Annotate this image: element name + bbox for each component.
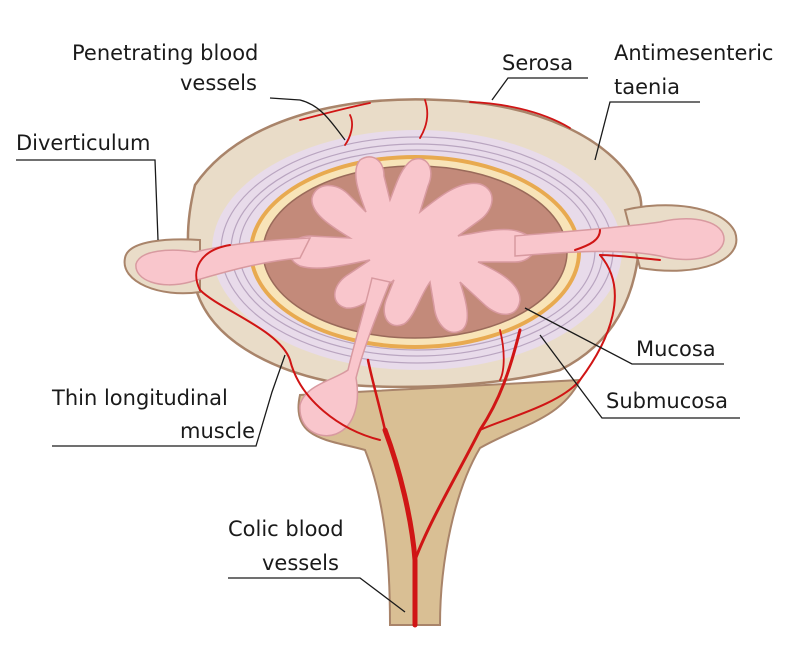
mesentery	[297, 378, 582, 626]
label-serosa: Serosa	[502, 51, 573, 75]
leader-lines	[16, 77, 740, 613]
blood-vessels	[195, 99, 661, 628]
label-colic-blood-line2: vessels	[262, 551, 339, 575]
label-penetrating-blood-line2: vessels	[180, 71, 257, 95]
label-thin-longitudinal-line1: Thin longitudinal	[51, 386, 228, 410]
label-antimesenteric-line2: taenia	[614, 75, 680, 99]
label-diverticulum: Diverticulum	[16, 131, 151, 155]
leader-serosa	[491, 77, 588, 101]
diverticulum-lower	[299, 277, 392, 437]
leader-mucosa	[524, 307, 724, 365]
leader-submucosa	[539, 334, 740, 419]
leader-thin-muscle	[52, 354, 286, 447]
label-thin-longitudinal-line2: muscle	[180, 419, 255, 443]
leader-penetrating	[269, 97, 346, 141]
label-colic-blood-line1: Colic blood	[228, 517, 344, 541]
label-penetrating-blood-line1: Penetrating blood	[72, 41, 258, 65]
diverticulum-right	[514, 204, 738, 272]
leader-antimesenteric	[594, 101, 700, 161]
leader-diverticulum	[16, 159, 159, 241]
label-mucosa: Mucosa	[636, 337, 716, 361]
label-antimesenteric-line1: Antimesenteric	[614, 41, 773, 65]
label-submucosa: Submucosa	[606, 389, 728, 413]
leader-colic	[228, 577, 406, 613]
